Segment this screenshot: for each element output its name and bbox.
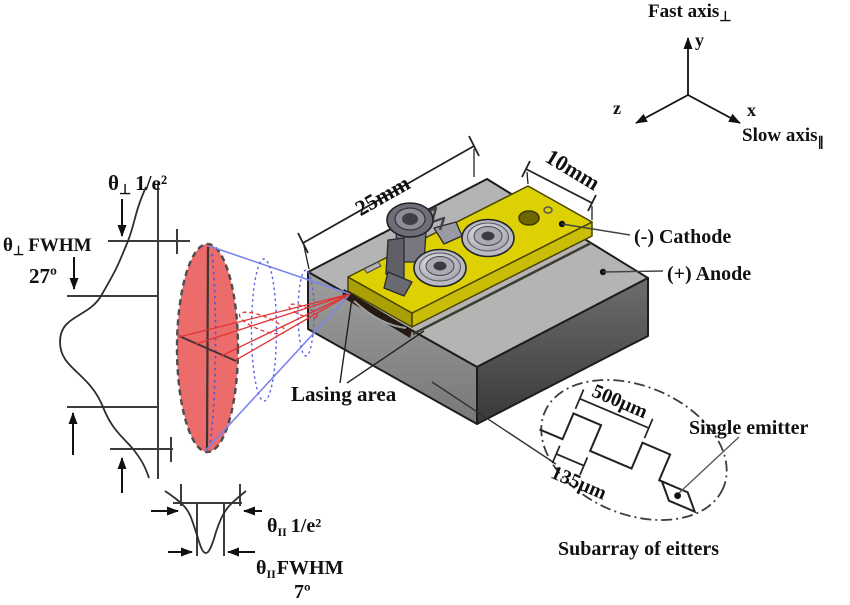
subarray-caption: Subarray of eitters [558,538,719,560]
plate-hole [518,210,540,226]
profile-ticks [67,229,190,462]
cathode-label: (-) Cathode [634,226,731,248]
cap-screw-socket [402,213,418,225]
profile-arrows [68,199,127,493]
clamp-foot [383,271,413,297]
lasing-leader-1 [339,297,353,384]
y-axis-label: y [695,30,704,50]
dome-screw-back [461,218,515,258]
z-axis-arrow [635,94,689,124]
theta-par-fwhm-label: θIIFWHM [256,557,344,581]
emitter-width-dim-label: 135μm [548,462,610,505]
cone-section-dotted-1 [250,258,278,402]
emitter-square-wave [539,412,672,486]
single-emitter-label: Single emitter [689,417,809,439]
anode-leader [602,270,664,273]
beam-minor-axis [178,335,237,362]
fast-axis-cone [205,245,351,451]
anode-block-right-face [476,277,649,425]
dim10-line [525,168,593,204]
hprofile-arrows [151,506,262,557]
detail-ellipse [540,379,728,521]
plate-notch [363,261,382,274]
single-emitter-leader [678,436,740,494]
lasing-leader-2 [346,330,425,384]
hprofile-axis-ticks [173,484,242,556]
spring-clip [353,300,407,329]
theta-par-fwhm-value: 7º [294,581,311,603]
theta-perp-fwhm-label: θ⊥FWHM [3,235,92,258]
lasing-area-label: Lasing area [291,382,397,406]
theta-perp-e2-label: θ⊥1/e² [108,171,167,198]
dome-screw-front [413,248,467,288]
single-emitter-dot [674,492,682,500]
dim10-label: 10mm [541,144,604,196]
beam-center-dotted [209,253,217,447]
cone-section-dotted-2 [297,269,315,357]
subarray-dims [551,389,654,476]
z-axis-label: z [613,98,621,118]
gaussian-curve-horizontal [164,490,247,554]
dim25-line [302,145,475,244]
package-dimensions [297,135,597,270]
pitch-dim-label: 500μm [589,380,651,423]
beam [175,242,351,454]
x-axis-arrow [687,94,741,124]
x-axis-label: x [747,100,756,120]
slow-axis-fan [178,293,351,361]
gaussian-curve-vertical [59,186,150,479]
cathode-leader [561,223,631,236]
subarray-connector [431,381,557,465]
fast-axis-profile: θ⊥1/e² θ⊥FWHM 27º [3,171,190,493]
coordinate-axes [635,37,741,124]
plate-under-shadow [412,241,592,336]
slow-axis-label: Slow axis∥ [742,125,824,150]
anode-label: (+) Anode [667,263,751,285]
package-leaders [339,220,664,465]
plate-small-mark [543,206,553,214]
theta-perp-fwhm-value: 27º [29,264,57,288]
fast-axis-label: Fast axis⊥ [648,1,731,25]
fan-section-dashed-2 [288,303,318,319]
